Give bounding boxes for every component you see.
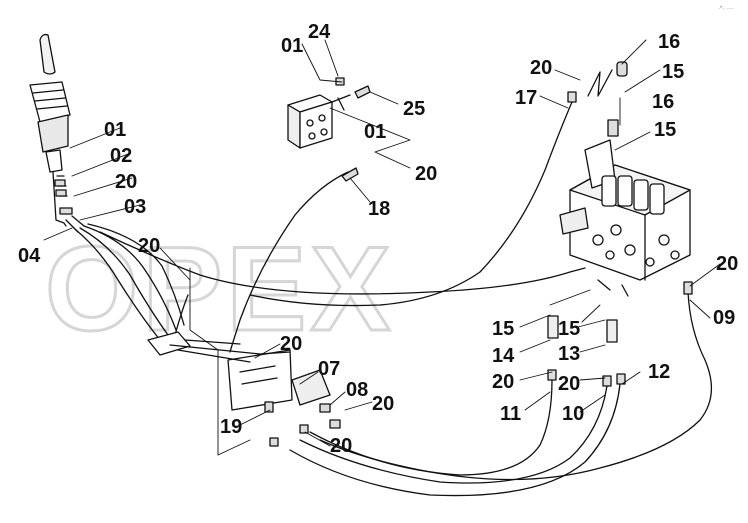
callout-20: 20 <box>492 371 514 393</box>
hose-17 <box>249 101 573 307</box>
callout-01: 01 <box>364 121 386 143</box>
hose-18 <box>229 171 349 353</box>
control-valve <box>559 119 691 297</box>
bracket-assembly <box>227 349 341 447</box>
callout-25: 25 <box>403 98 425 120</box>
callout-16: 16 <box>658 31 680 53</box>
callout-15: 15 <box>492 318 514 340</box>
callout-17: 17 <box>515 87 537 109</box>
callout-24: 24 <box>308 21 331 43</box>
callout-15: 15 <box>654 119 676 141</box>
callout-20: 20 <box>330 435 352 457</box>
hose-10 <box>299 385 608 484</box>
callout-12: 12 <box>648 361 670 383</box>
hose-12 <box>289 383 621 497</box>
callout-20: 20 <box>558 373 580 395</box>
callout-07: 07 <box>318 358 340 380</box>
callout-01: 01 <box>104 119 126 141</box>
callout-20: 20 <box>280 333 302 355</box>
callout-20: 20 <box>115 171 137 193</box>
callout-03: 03 <box>124 196 146 218</box>
callout-20: 20 <box>415 163 437 185</box>
mount-plate <box>147 331 191 356</box>
watermark-logo: OPEX <box>45 222 394 356</box>
callout-labels: 01 24 25 01 20 18 20 17 16 15 16 15 01 0… <box>18 21 738 457</box>
fitting-13 <box>606 319 618 343</box>
callout-16: 16 <box>652 91 674 113</box>
pilot-block <box>287 77 371 149</box>
fitting-14 <box>547 315 559 339</box>
corner-mark: ·*· ···· <box>718 6 734 12</box>
callout-09: 09 <box>713 307 735 329</box>
callout-01: 01 <box>281 35 303 57</box>
callout-20: 20 <box>530 57 552 79</box>
joystick-assembly <box>29 33 85 233</box>
callout-13: 13 <box>558 343 580 365</box>
joystick-hoses <box>75 223 586 341</box>
callout-02: 02 <box>110 145 132 167</box>
callout-10: 10 <box>562 403 584 425</box>
callout-19: 19 <box>220 416 242 438</box>
callout-18: 18 <box>368 198 390 220</box>
callout-15: 15 <box>558 318 580 340</box>
callout-20: 20 <box>138 235 160 257</box>
callout-11: 11 <box>500 403 521 425</box>
callout-20: 20 <box>716 253 738 275</box>
hose-11 <box>309 379 553 476</box>
callout-14: 14 <box>492 345 515 367</box>
callout-04: 04 <box>18 245 41 267</box>
callout-15: 15 <box>662 61 684 83</box>
callout-20: 20 <box>372 393 394 415</box>
callout-08: 08 <box>346 379 368 401</box>
